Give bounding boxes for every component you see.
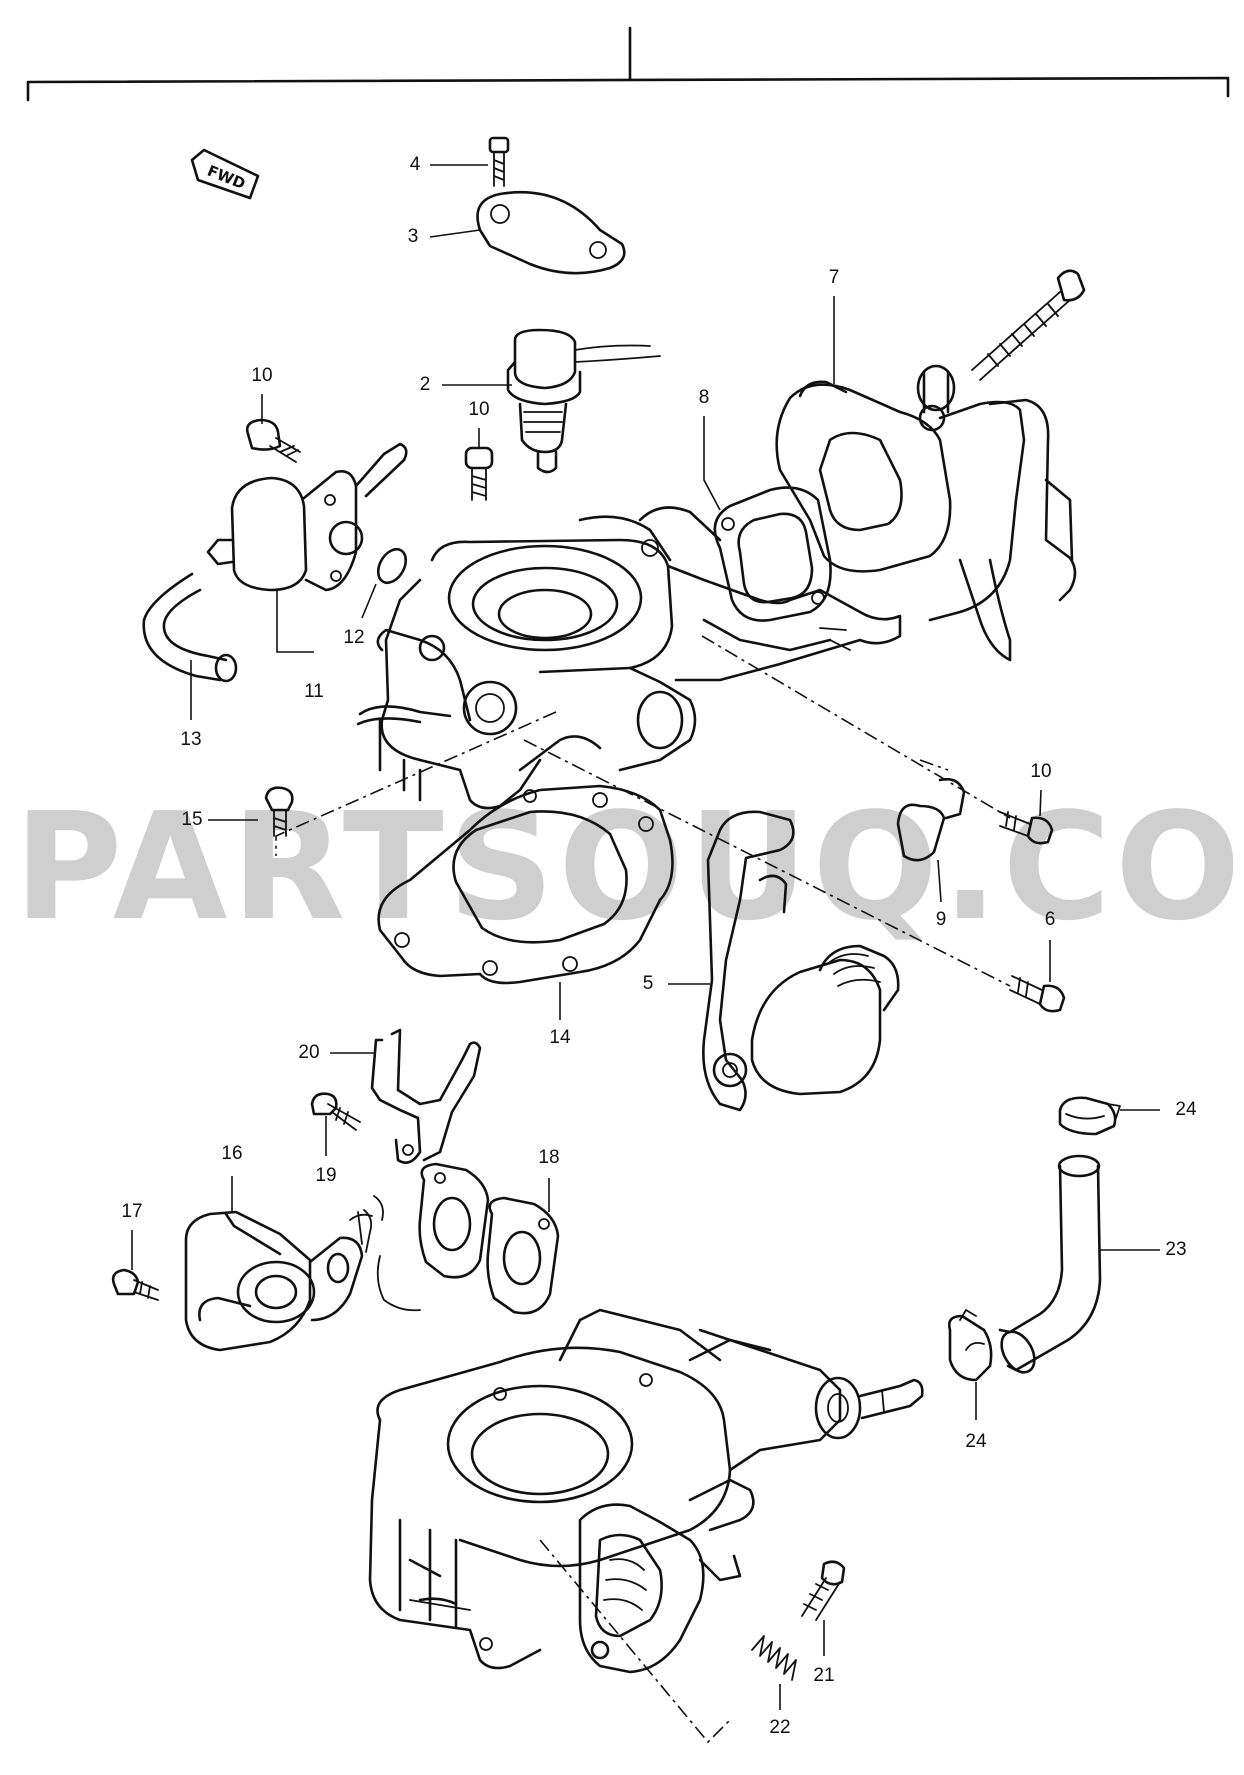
label-part-8: 8 (699, 387, 710, 408)
group-bracket (26, 26, 1230, 102)
part-20-bracket (370, 1028, 482, 1164)
label-part-5: 5 (643, 973, 654, 994)
part-24-clamp-upper (1058, 1096, 1121, 1136)
throttle-lever-assembly (578, 1478, 755, 1674)
part-6-bolt (1009, 975, 1066, 1013)
label-part-19: 19 (315, 1165, 336, 1186)
label-part-12: 12 (343, 627, 364, 648)
label-part-7: 7 (829, 267, 840, 288)
label-part-20: 20 (298, 1042, 319, 1063)
label-part-18: 18 (538, 1147, 559, 1168)
alignment-lines (275, 635, 1011, 1744)
part-7-bolt (971, 269, 1086, 381)
label-part-9: 9 (936, 909, 947, 930)
label-part-10-right: 10 (1030, 761, 1051, 782)
part-labels: 4 3 2 10 10 7 8 12 11 13 10 9 6 14 5 15 … (121, 154, 1197, 1738)
part-10-bolt-left (245, 418, 301, 463)
label-part-6: 6 (1045, 909, 1056, 930)
part-7-housing (775, 364, 1077, 662)
part-5-dashpot (702, 810, 900, 1112)
label-part-4: 4 (410, 154, 421, 175)
label-part-21: 21 (813, 1665, 834, 1686)
part-22-spring (751, 1635, 797, 1681)
label-part-24-lower: 24 (965, 1431, 987, 1452)
label-part-14: 14 (549, 1027, 571, 1048)
leader-lines (131, 164, 1160, 1710)
label-part-15: 15 (181, 809, 202, 830)
part-10-bolt-upper (464, 446, 494, 501)
part-17-screw (111, 1268, 159, 1301)
watermark: PARTSOUQ.COM (14, 781, 1244, 953)
part-3-cover (476, 190, 626, 275)
part-4-screw (488, 136, 510, 187)
part-12-o-ring (376, 547, 408, 585)
label-part-13: 13 (180, 729, 201, 750)
part-8-gasket (713, 486, 832, 622)
fwd-arrow-icon: FWD (190, 148, 260, 200)
part-19-bolt (310, 1092, 361, 1131)
part-13-hose (142, 572, 238, 683)
part-14-gasket (377, 784, 674, 985)
label-part-22: 22 (769, 1717, 790, 1738)
part-2-injector (506, 328, 661, 474)
label-part-23: 23 (1165, 1239, 1186, 1260)
label-part-10-upper: 10 (468, 399, 489, 420)
label-part-11: 11 (304, 681, 324, 702)
label-part-10-left: 10 (251, 365, 272, 386)
part-10-bolt-right (999, 811, 1054, 845)
label-part-2: 2 (420, 374, 431, 395)
part-11-pressure-regulator (206, 442, 408, 592)
lower-throttle-body (368, 1308, 924, 1670)
part-21-screw (801, 1560, 846, 1621)
fwd-label: FWD (205, 162, 248, 193)
part-18-gasket (418, 1162, 560, 1315)
upper-throttle-chamber (356, 506, 902, 810)
label-part-24-upper: 24 (1175, 1099, 1197, 1120)
part-16-throttle-position-sensor (184, 1195, 421, 1352)
part-15-screw (264, 786, 294, 837)
part-23-hose (998, 1154, 1102, 1374)
label-part-16: 16 (221, 1143, 242, 1164)
part-24-clamp-lower (947, 1309, 993, 1382)
label-part-3: 3 (408, 226, 419, 247)
label-part-17: 17 (121, 1201, 142, 1222)
